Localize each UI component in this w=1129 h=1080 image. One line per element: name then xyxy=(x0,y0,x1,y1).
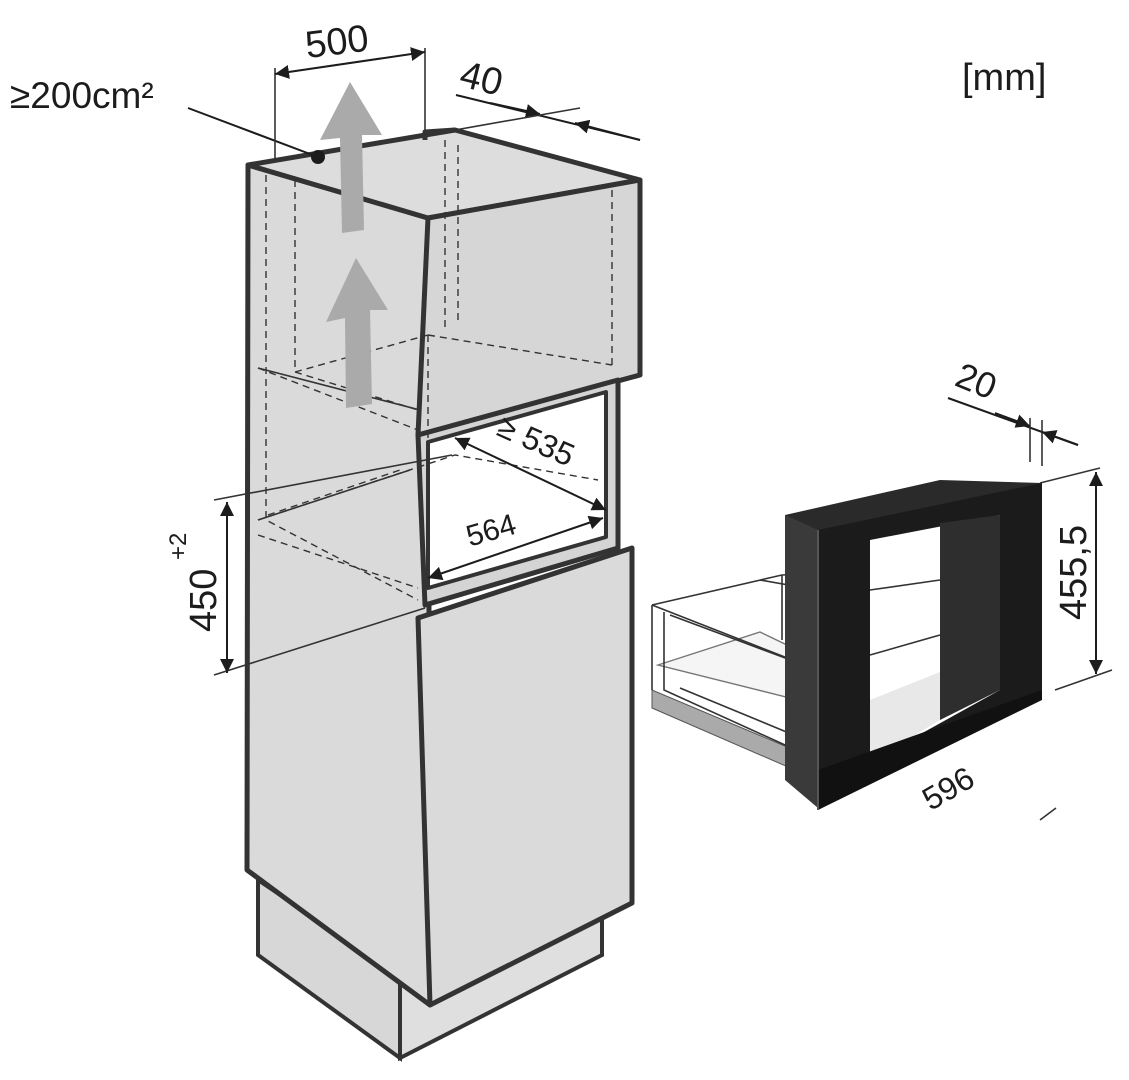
cabinet-side-panel xyxy=(244,162,433,1008)
frame-side-left xyxy=(785,515,818,808)
ventilation-area-label: ≥200cm² xyxy=(10,75,154,116)
niche-height-label: 450 xyxy=(183,569,225,632)
frame-inner-side xyxy=(940,515,1000,720)
airflow-arrow-upper xyxy=(320,82,382,233)
niche-height-tolerance-label: +2 xyxy=(165,533,192,560)
appliance-height-label: 455,5 xyxy=(1053,525,1095,620)
cabinet-depth-label: 500 xyxy=(303,18,371,67)
appliance-width-label: 596 xyxy=(916,759,980,817)
frame-depth-label: 20 xyxy=(950,354,1002,407)
unit-label: [mm] xyxy=(962,57,1046,99)
frame-bottom xyxy=(818,690,1042,810)
airflow-arrow-lower xyxy=(326,258,388,408)
top-compartment-front xyxy=(415,177,643,438)
rear-gap-label: 40 xyxy=(456,54,507,105)
warming-drawer-appliance xyxy=(651,397,1113,821)
tall-cabinet xyxy=(187,47,643,1062)
